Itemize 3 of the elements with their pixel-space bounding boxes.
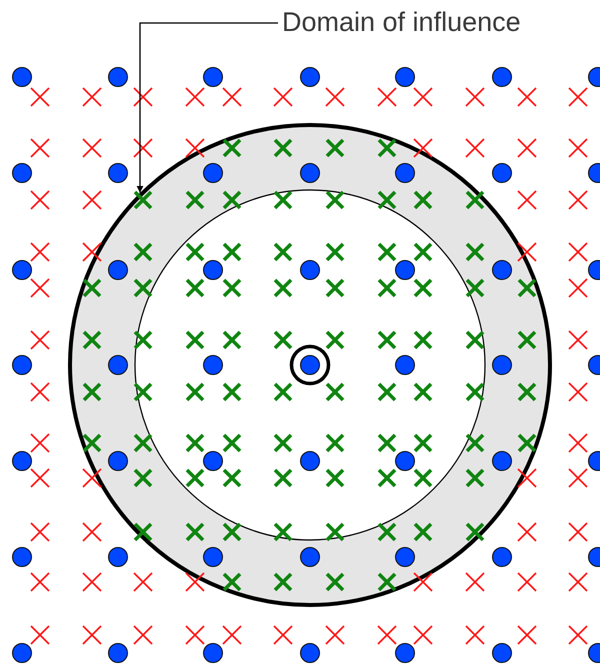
leader-line <box>136 22 278 193</box>
influence-ring <box>68 123 552 607</box>
callout-label: Domain of influence <box>282 6 521 38</box>
